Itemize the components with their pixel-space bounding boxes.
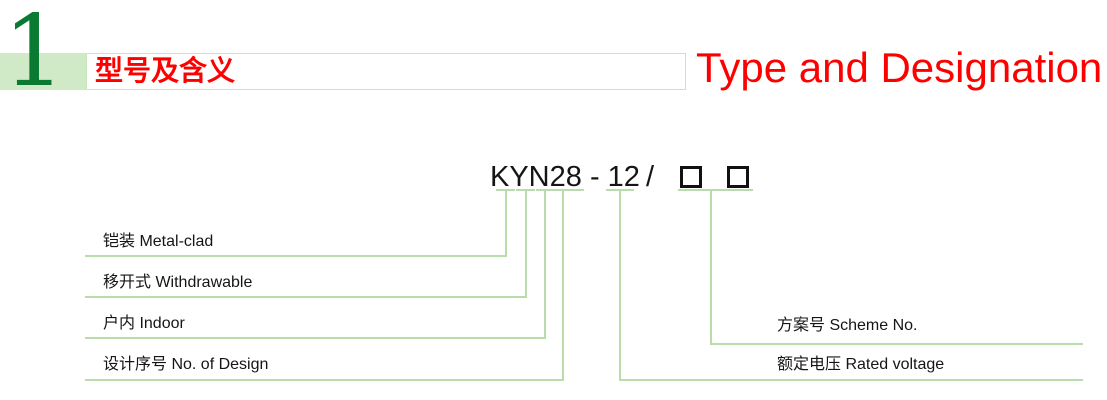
rule-metal-clad [85, 255, 507, 257]
label-indoor: 户内 Indoor [103, 315, 185, 332]
label-scheme-no: 方案号 Scheme No. [777, 317, 918, 334]
connector-withdrawable [525, 189, 527, 298]
label-withdrawable: 移开式 Withdrawable [103, 274, 253, 291]
model-designation-text: KYN28 - 12 [490, 161, 640, 193]
label-metal-clad: 铠装 Metal-clad [103, 233, 214, 250]
placeholder-box-scheme [680, 166, 702, 188]
connector-no-of-design [562, 189, 564, 381]
connector-scheme-no [710, 189, 712, 345]
label-rated-voltage: 额定电压 Rated voltage [777, 356, 945, 373]
section-title-english: Type and Designation [696, 44, 1103, 91]
underline-boxes [678, 189, 753, 191]
placeholder-box-voltage [727, 166, 749, 188]
section-number: 1 [3, 0, 66, 109]
rule-rated-voltage [620, 379, 1083, 381]
connector-rated-voltage [619, 189, 621, 381]
rule-withdrawable [85, 296, 527, 298]
section-title-chinese: 型号及含义 [95, 55, 236, 86]
label-no-of-design: 设计序号 No. of Design [103, 356, 269, 373]
rule-indoor [85, 337, 546, 339]
connector-metal-clad [505, 189, 507, 257]
connector-indoor [544, 189, 546, 339]
rule-no-of-design [85, 379, 564, 381]
rule-scheme-no [711, 343, 1083, 345]
slash-separator: / [646, 161, 655, 193]
section-title-box [86, 53, 686, 90]
underline-28 [555, 189, 584, 191]
